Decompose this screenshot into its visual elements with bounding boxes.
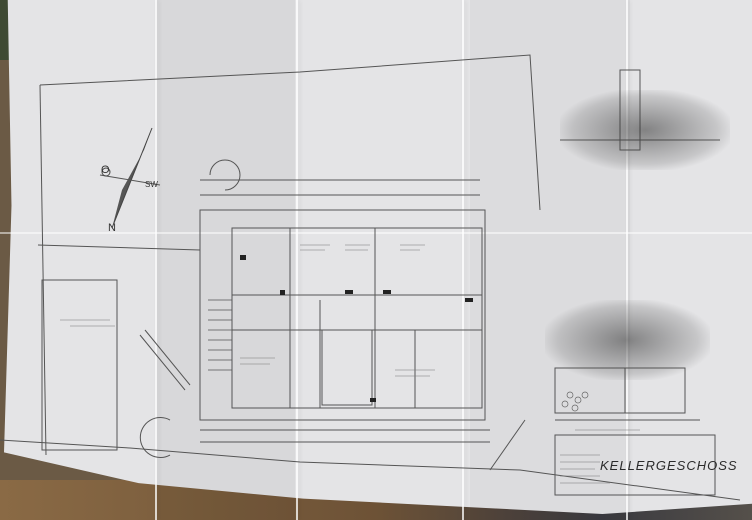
fold-line — [296, 0, 298, 520]
water-stain — [545, 300, 710, 380]
paper-panel-shade — [155, 0, 295, 520]
compass-southwest-label: SW — [145, 180, 158, 189]
water-stain — [560, 90, 730, 170]
fold-line-horizontal — [0, 232, 752, 234]
compass-east-label: O — [101, 164, 110, 176]
fold-line — [462, 0, 464, 520]
drawing-title: KELLERGESCHOSS — [600, 458, 738, 473]
fold-line — [626, 0, 628, 520]
compass-north-label: N — [108, 222, 116, 234]
fold-line — [155, 0, 157, 520]
